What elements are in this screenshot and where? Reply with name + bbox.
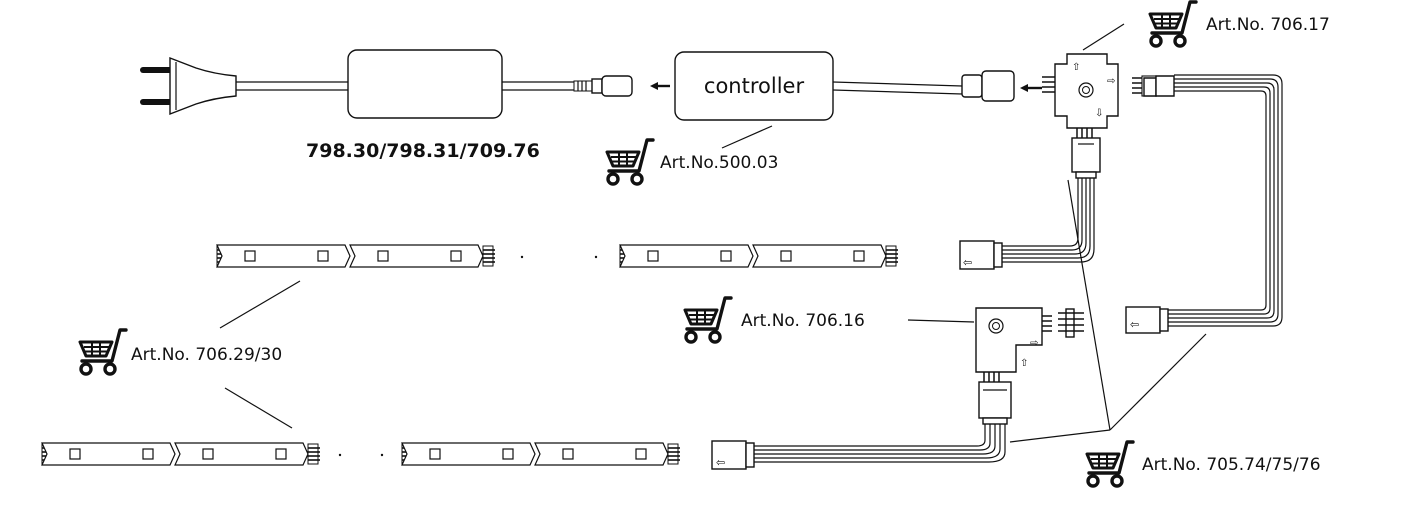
controller-art-no: Art.No.500.03 — [660, 153, 778, 173]
cross-connector: ⇧ ⇨ ⇩ — [1042, 53, 1119, 138]
cross-leader-line — [1082, 23, 1125, 51]
controller-cable — [832, 81, 963, 95]
svg-text:⇦: ⇦ — [963, 256, 972, 269]
cable-middle: ⇦ — [959, 137, 1101, 270]
cross-art-no: Art.No. 706.17 — [1206, 15, 1330, 35]
shopping-cart-icon — [78, 328, 128, 376]
svg-text:⇧: ⇧ — [1020, 358, 1028, 369]
cable-bottom: ⇦ — [711, 381, 1012, 470]
svg-text:⇨: ⇨ — [1107, 76, 1115, 87]
dc-cable — [502, 75, 633, 97]
power-cable — [236, 81, 350, 91]
shopping-cart-icon — [683, 296, 733, 344]
controller-leader-line — [721, 125, 773, 149]
led-strip-row-2 — [41, 442, 681, 466]
cable-right: ⇦ — [1125, 74, 1283, 334]
power-supply-label: 798.30/798.31/709.76 — [306, 140, 540, 162]
corner-leader-line — [907, 319, 975, 323]
strip-leader-lines — [219, 280, 301, 429]
shopping-cart-icon — [1148, 0, 1198, 48]
power-supply — [347, 49, 503, 119]
arrow-left-icon — [650, 82, 670, 90]
cable-art-no: Art.No. 705.74/75/76 — [1142, 455, 1321, 475]
corner-art-no: Art.No. 706.16 — [741, 311, 865, 331]
controller-box: controller — [674, 51, 834, 121]
corner-connector: ⇨ ⇧ — [975, 307, 1052, 382]
arrow-left-icon — [1020, 84, 1042, 92]
svg-text:⇧: ⇧ — [1072, 62, 1080, 73]
svg-text:⇨: ⇨ — [1030, 338, 1038, 349]
controller-label: controller — [704, 74, 805, 98]
loose-pin-connector — [1058, 308, 1084, 338]
cable-leader-lines — [1009, 179, 1207, 443]
shopping-cart-icon — [1085, 440, 1135, 488]
svg-text:⇦: ⇦ — [1130, 318, 1139, 331]
svg-text:⇩: ⇩ — [1095, 108, 1103, 119]
output-plug — [961, 70, 1015, 102]
shopping-cart-icon — [605, 138, 655, 186]
led-strip-row-1 — [216, 244, 899, 268]
svg-text:⇦: ⇦ — [716, 456, 725, 469]
power-plug-icon — [140, 56, 237, 116]
strip-art-no: Art.No. 706.29/30 — [131, 345, 282, 365]
